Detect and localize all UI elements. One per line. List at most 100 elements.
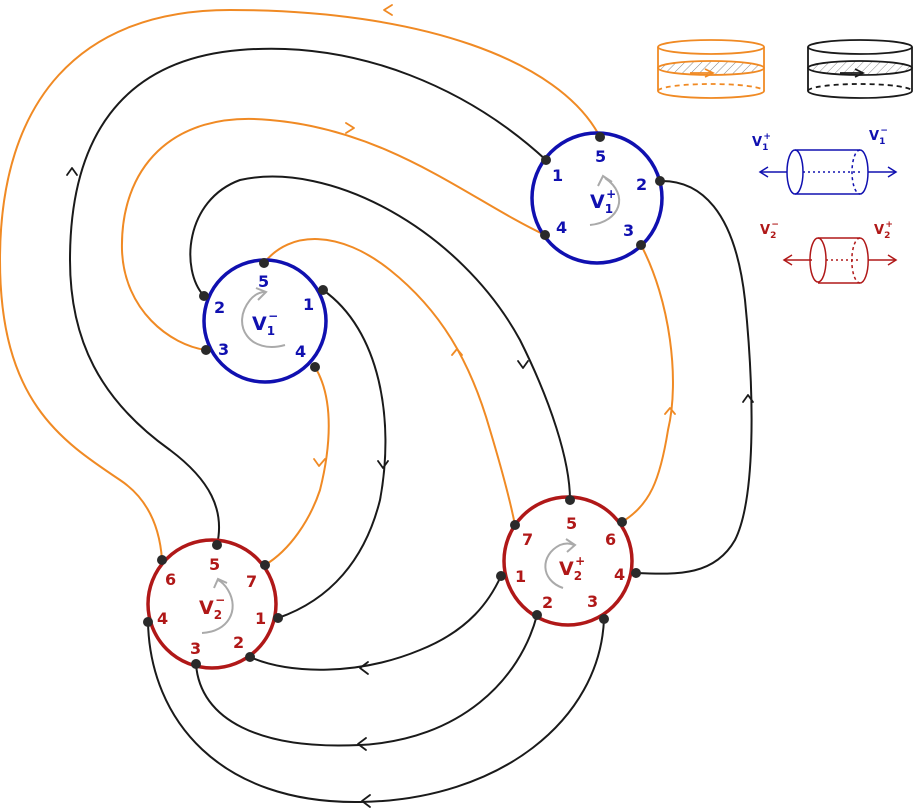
port-dot	[260, 560, 270, 570]
rotation-arrow-icon	[201, 579, 234, 634]
port-label: 1	[515, 567, 526, 586]
edge-black-v1p2-v2p4	[635, 179, 753, 575]
port-label: 7	[246, 572, 257, 591]
arrow-orange-inner-top	[345, 122, 355, 134]
arrow-black-bottom-2	[357, 737, 367, 751]
edge-black-v1m2-v2p5	[189, 175, 571, 501]
vertex-v1-minus: V1− 1 2 3 4 5	[199, 258, 328, 384]
port-label: 2	[542, 593, 553, 612]
arrow-black-left-top	[66, 167, 78, 176]
arrow-black-bottom-1	[359, 661, 369, 675]
arrow-orange-mid	[451, 348, 463, 356]
edge-orange-v1m5-v2p7	[263, 238, 516, 526]
arrow-black-bottom-3	[361, 794, 371, 808]
legend-blue-left-label: V1+	[752, 132, 771, 153]
port-label: 6	[165, 570, 176, 589]
vertex-v1-plus: V1+ 1 2 3 4 5	[530, 131, 665, 265]
red-tube-icon	[782, 237, 898, 284]
vertex-v2-plus-label: V2+	[559, 554, 585, 583]
port-label: 2	[214, 298, 225, 317]
vertex-v2-minus-label: V2−	[199, 593, 225, 622]
rotation-arrowhead-icon	[565, 538, 577, 553]
edge-orange-v1m4-v2m7	[264, 366, 330, 566]
port-label: 4	[157, 609, 168, 628]
edge-orange-outer	[0, 8, 601, 561]
port-label: 4	[614, 565, 625, 584]
port-label: 4	[295, 342, 306, 361]
port-dot	[259, 258, 269, 268]
edge-black-v1m1-v2m1	[277, 289, 387, 619]
rotation-arrow-icon	[241, 291, 286, 348]
edge-black-v2p2-v2m3	[195, 614, 538, 747]
port-dot	[191, 659, 201, 669]
port-label: 2	[233, 633, 244, 652]
legend-red-right-label: V2+	[874, 220, 893, 241]
port-label: 3	[623, 221, 634, 240]
legend-blue-right-label: V1−	[869, 126, 888, 147]
port-dot	[199, 291, 209, 301]
rotation-arrow-icon	[589, 177, 621, 226]
port-dot	[245, 652, 255, 662]
port-dot	[157, 555, 167, 565]
port-dot	[310, 362, 320, 372]
port-dot	[212, 540, 222, 550]
rotation-arrow-icon	[544, 542, 575, 589]
port-label: 7	[522, 530, 533, 549]
port-label: 3	[218, 340, 229, 359]
port-label: 3	[587, 592, 598, 611]
port-label: 5	[566, 514, 577, 533]
port-dot	[655, 176, 665, 186]
port-label: 1	[552, 166, 563, 185]
port-label: 6	[605, 530, 616, 549]
port-label: 1	[303, 295, 314, 314]
arrow-orange-left-mid	[313, 458, 326, 467]
rotation-arrowhead-icon	[597, 174, 613, 187]
vertex-v1-plus-label: V1+	[590, 187, 616, 216]
port-dot	[496, 571, 506, 581]
arrowheads	[66, 4, 754, 808]
orange-ribbon-cylinder-icon	[657, 39, 765, 99]
port-dot	[540, 230, 550, 240]
port-label: 5	[595, 147, 606, 166]
port-label: 4	[556, 218, 567, 237]
black-ribbon-cylinder-icon	[807, 39, 913, 99]
arrow-orange-right-mid	[664, 407, 676, 415]
rotation-arrowhead-icon	[213, 577, 228, 589]
port-label: 2	[636, 175, 647, 194]
port-dot	[631, 568, 641, 578]
port-dot	[636, 240, 646, 250]
edge-orange-v1p3-v2p6	[621, 244, 674, 523]
port-label: 1	[255, 609, 266, 628]
port-label: 5	[209, 555, 220, 574]
port-dot	[595, 132, 605, 142]
port-dot	[532, 610, 542, 620]
port-label: 3	[190, 639, 201, 658]
legend-red-left-label: V2−	[760, 220, 779, 241]
port-dot	[318, 285, 328, 295]
port-dot	[143, 617, 153, 627]
rotation-arrowhead-icon	[255, 287, 268, 301]
arrow-black-mid-right	[517, 360, 529, 369]
blue-tube-icon	[758, 149, 898, 195]
port-dot	[541, 155, 551, 165]
vertex-v2-minus: V2− 1 2 3 4 5 6 7	[143, 538, 283, 670]
vertex-v2-minus-circle	[146, 538, 278, 670]
edge-black-v2p1-v2m2	[249, 575, 502, 671]
vertex-v2-plus: V2+ 1 2 3 4 5 6 7	[496, 495, 641, 627]
port-dot	[273, 613, 283, 623]
edge-black-v2p3-v2m4	[147, 618, 605, 804]
port-dot	[565, 495, 575, 505]
arrow-black-mid-left	[377, 460, 389, 469]
port-dot	[510, 520, 520, 530]
arrow-orange-top	[383, 4, 393, 16]
edges	[0, 8, 753, 804]
edge-orange-v1p4-v1m3	[120, 117, 546, 351]
vertex-v1-minus-label: V1−	[252, 309, 278, 338]
port-dot	[201, 345, 211, 355]
arrow-black-right	[742, 394, 754, 403]
port-label: 5	[258, 272, 269, 291]
port-dot	[617, 517, 627, 527]
edge-black-v1p1-v2m5	[68, 47, 547, 546]
port-dot	[599, 614, 609, 624]
